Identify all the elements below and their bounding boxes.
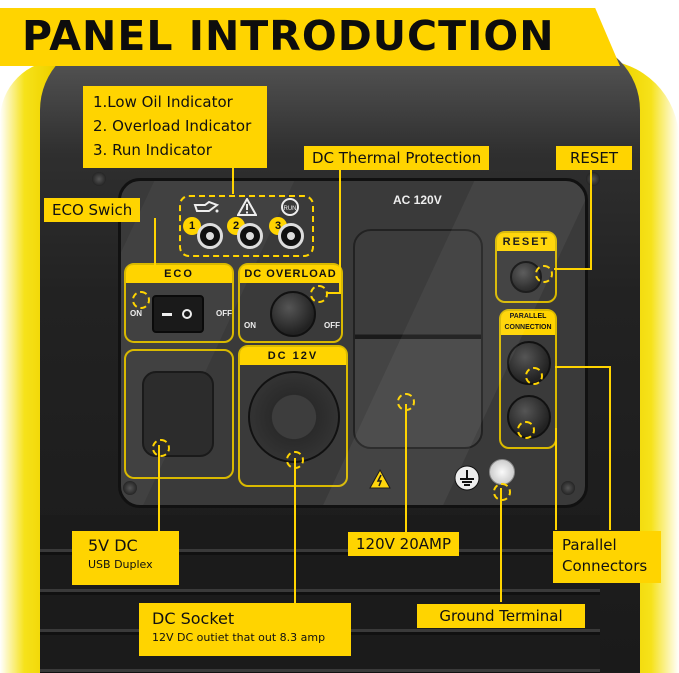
run-indicator-label: 3. Run Indicator — [93, 141, 212, 159]
parallel-box: PARALLEL CONNECTION — [499, 309, 557, 449]
usb-subtitle: USB Duplex — [88, 558, 153, 572]
eco-off-label: OFF — [216, 309, 232, 318]
warning-triangle-icon — [237, 198, 257, 216]
title-banner — [0, 8, 620, 66]
reset-panel-label: RESET — [497, 233, 555, 251]
dc12-label: DC 12V — [240, 347, 346, 365]
dc-overload-box: DC OVERLOAD ON OFF — [238, 263, 343, 343]
ground-symbol-icon — [454, 465, 480, 491]
eco-switch-callout: ECO Swich — [44, 198, 141, 222]
screw — [561, 481, 575, 495]
reset-box: RESET — [495, 231, 557, 303]
dc-thermal-protector-button[interactable] — [270, 291, 316, 337]
ac-outlet-cover[interactable] — [353, 229, 483, 449]
run-icon: RUN — [281, 198, 299, 216]
dc-socket-title: DC Socket — [152, 609, 235, 628]
ground-terminal-callout: Ground Terminal — [417, 604, 585, 628]
eco-box: ECO ON OFF — [124, 263, 234, 343]
dc-thermal-callout: DC Thermal Protection — [304, 146, 490, 170]
low-oil-indicator-label: 1.Low Oil Indicator — [93, 93, 233, 111]
indicator-number: 1 — [183, 217, 201, 235]
parallel-label-line2: CONNECTION — [504, 324, 552, 331]
screw — [123, 481, 137, 495]
eco-switch[interactable] — [152, 295, 204, 333]
warning-triangle-icon — [369, 469, 391, 489]
dc-overload-off-label: OFF — [324, 321, 340, 330]
eco-on-label: ON — [130, 309, 142, 318]
dc-socket-subtitle: 12V DC outiet that out 8.3 amp — [152, 631, 326, 645]
eco-label: ECO — [126, 265, 232, 283]
screw — [586, 172, 600, 186]
dc12-box: DC 12V — [238, 345, 348, 487]
dc-overload-on-label: ON — [244, 321, 256, 330]
usb-box — [124, 349, 234, 479]
overload-led — [237, 223, 263, 249]
ground-terminal[interactable] — [489, 459, 515, 485]
indicator-group: RUN 1 2 3 — [179, 195, 314, 257]
parallel-connectors-callout: Parallel Connectors — [553, 531, 661, 583]
oil-can-icon — [193, 200, 219, 213]
reset-callout: RESET — [556, 146, 632, 170]
ac-outlet-callout: 120V 20AMP — [348, 532, 459, 556]
parallel-panel-label: PARALLEL CONNECTION — [501, 311, 555, 335]
dc-socket-callout: DC Socket 12V DC outiet that out 8.3 amp — [139, 603, 351, 656]
run-led — [278, 223, 304, 249]
dc-overload-label: DC OVERLOAD — [240, 265, 341, 283]
reset-button[interactable] — [510, 261, 542, 293]
svg-text:RUN: RUN — [284, 206, 297, 212]
parallel-label-line1: PARALLEL — [509, 313, 547, 320]
usb-callout: 5V DC USB Duplex — [72, 531, 179, 585]
usb-title: 5V DC — [88, 536, 138, 555]
control-panel: RUN 1 2 3 ECO ON OFF DC OVERLOAD ON OFF — [118, 178, 588, 508]
ac-label: AC 120V — [393, 193, 442, 207]
page-title: PANEL INTRODUCTION — [22, 12, 555, 60]
dc12-socket[interactable] — [248, 371, 340, 463]
low-oil-led — [197, 223, 223, 249]
indicators-callout: 1.Low Oil Indicator 2. Overload Indicato… — [83, 86, 267, 168]
overload-indicator-label: 2. Overload Indicator — [93, 117, 252, 135]
screw — [92, 172, 106, 186]
